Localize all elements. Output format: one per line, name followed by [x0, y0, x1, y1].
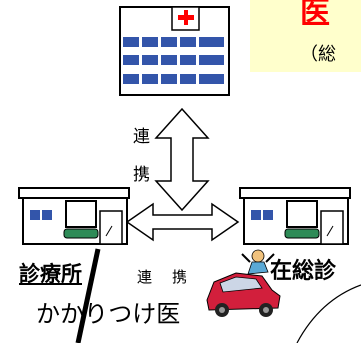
hospital-windows [123, 37, 224, 84]
horizontal-link-arrow [125, 202, 240, 242]
car-icon [206, 272, 281, 317]
clinic-label: 診療所 [19, 262, 82, 286]
diagram-title-fragment: 医 [300, 0, 330, 31]
vertical-link-arrow [154, 107, 210, 212]
horizontal-link-label-2: 携 [172, 268, 188, 286]
vertical-link-label-2: 携 [133, 165, 150, 185]
home-care-building-icon [239, 187, 351, 245]
partial-circle [296, 284, 361, 343]
clinic-building-icon [18, 187, 130, 245]
title-highlight [250, 0, 361, 72]
person-icon [241, 249, 275, 275]
hospital-icon [119, 6, 230, 96]
family-doctor-label: かかりつけ医 [36, 300, 181, 328]
slash-line [75, 248, 101, 343]
diagram-subtitle-fragment: （総 [300, 44, 336, 65]
home-care-label: 在総診 [270, 259, 337, 284]
horizontal-link-label-1: 連 [137, 268, 153, 286]
vertical-link-label-1: 連 [133, 127, 150, 147]
